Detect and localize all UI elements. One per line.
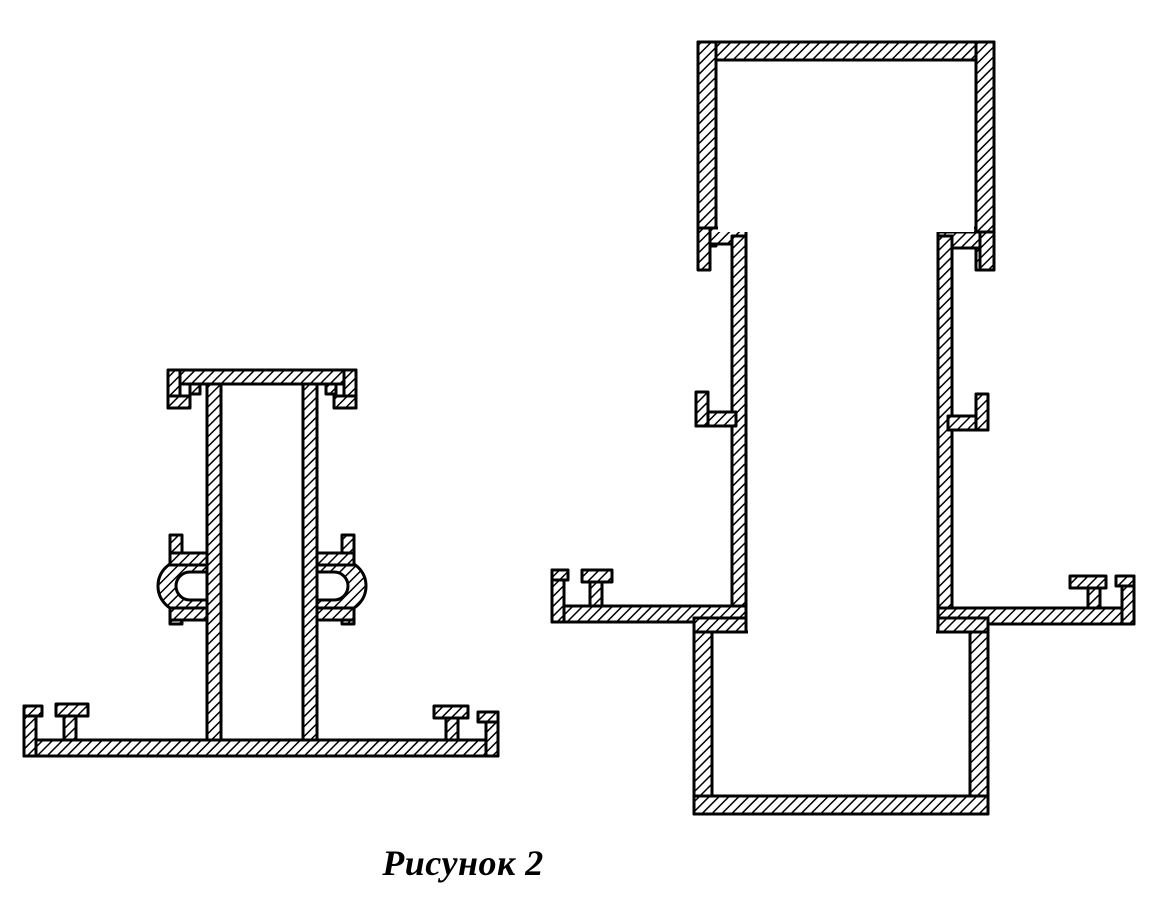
large-profile-bottom-box-right xyxy=(968,616,990,816)
small-profile-right-clip xyxy=(315,558,368,614)
large-profile-lower-join xyxy=(748,626,936,638)
large-profile-mid-right-hook-lip xyxy=(974,392,990,432)
small-profile-base-flange xyxy=(22,738,500,758)
large-profile-top-left-hook-lip xyxy=(696,226,712,272)
cavity-joins xyxy=(718,220,974,638)
small-profile-base-left-lip-cap xyxy=(22,704,44,718)
large-profile-bottom-cavity xyxy=(710,630,972,798)
large-profile-left-arm-tooth-cap xyxy=(580,568,614,584)
small-profile-top-tooth-left xyxy=(188,382,202,396)
small-profile-right-web xyxy=(301,382,319,750)
large-profile-top-box-left xyxy=(696,40,718,248)
large-profile-mid-left-hook-lip xyxy=(694,390,710,428)
large-profile-right-arm-lip-cap xyxy=(1114,574,1136,588)
large-profile-top-cavity xyxy=(714,58,978,230)
small-profile-left-clip-bottom-arm xyxy=(168,606,209,622)
small-profile-base-right-tooth-cap xyxy=(432,704,470,720)
small-profile-base-left-tooth-cap xyxy=(54,702,90,718)
small-profile-base-right-lip-cap xyxy=(476,710,500,724)
small-profile-top-flange xyxy=(168,368,358,386)
large-profile-left-arm-lip-cap xyxy=(550,568,570,582)
small-profile-left-web xyxy=(205,382,223,750)
large-profile-bottom-box-bottom xyxy=(692,794,990,816)
large-profile-middle-cavity xyxy=(744,226,940,634)
large-profile-top-right-hook-lip xyxy=(978,230,996,272)
large-profile-bottom-box-left xyxy=(692,616,714,816)
large-mullion-profile xyxy=(550,40,1136,816)
small-profile-top-tooth-right xyxy=(324,382,338,396)
small-profile-left-clip-top-arm xyxy=(168,551,209,567)
small-profile-top-right-lip-foot xyxy=(332,394,358,410)
figure-caption: Рисунок 2 xyxy=(382,843,544,883)
large-profile-right-arm-tooth-cap xyxy=(1068,574,1108,590)
large-profile-top-box-top xyxy=(696,40,996,62)
small-mullion-profile xyxy=(22,368,500,758)
small-profile-top-left-lip-foot xyxy=(166,394,192,410)
cavity-outlines xyxy=(219,58,978,798)
small-profile-right-clip-top-arm xyxy=(315,551,356,567)
large-profile-left-web xyxy=(730,234,748,626)
small-profile-inner-cavity xyxy=(219,382,305,742)
small-profile-right-clip-bottom-arm xyxy=(315,606,356,622)
small-profile-left-clip xyxy=(156,558,209,614)
large-profile-top-inner-join xyxy=(718,226,974,232)
large-profile-bottom-right-shoulder xyxy=(936,616,990,634)
large-profile-bottom-left-shoulder xyxy=(692,616,748,634)
